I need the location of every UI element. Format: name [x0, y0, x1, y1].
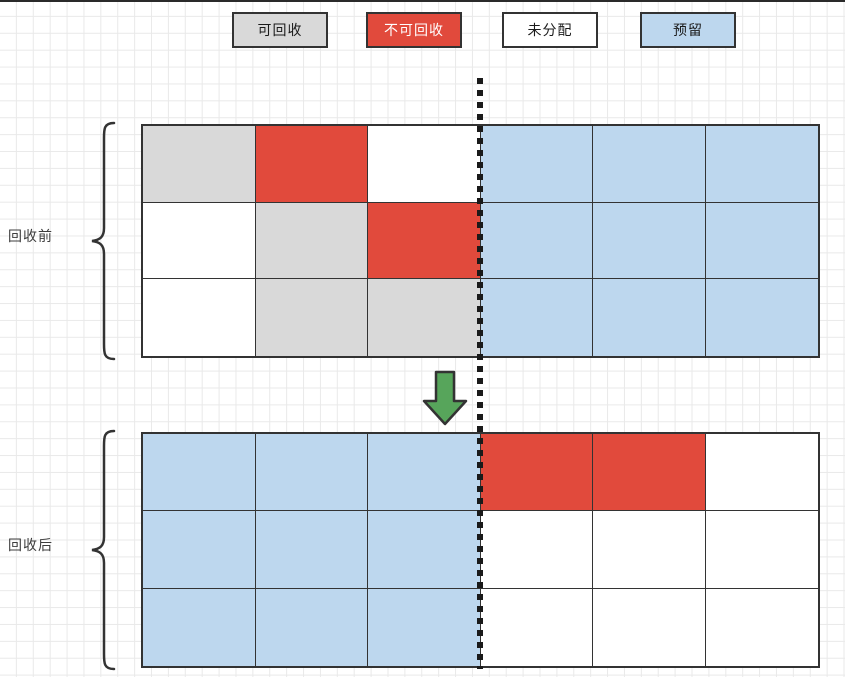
boundary-divider [477, 78, 483, 669]
memory-cell[interactable] [593, 279, 706, 356]
memory-cell[interactable] [593, 434, 706, 512]
memory-cell[interactable] [705, 279, 818, 356]
memory-cell[interactable] [593, 588, 706, 666]
memory-cell[interactable] [368, 511, 481, 589]
memory-cell[interactable] [368, 202, 481, 280]
memory-cell[interactable] [255, 202, 368, 280]
memory-cell[interactable] [480, 202, 593, 280]
memory-cell[interactable] [368, 279, 481, 356]
memory-cell[interactable] [705, 511, 818, 589]
memory-cell[interactable] [480, 279, 593, 356]
brace-after [91, 429, 116, 671]
legend-item-non-recyclable[interactable]: 不可回收 [366, 12, 462, 48]
legend-item-label: 预留 [673, 22, 703, 38]
legend-item-label: 未分配 [527, 22, 573, 38]
memory-cell[interactable] [255, 588, 368, 666]
memory-cell[interactable] [143, 588, 256, 666]
memory-cell[interactable] [255, 279, 368, 356]
memory-cell[interactable] [593, 126, 706, 203]
legend-item-unallocated[interactable]: 未分配 [502, 12, 598, 48]
memory-cell[interactable] [480, 126, 593, 203]
memory-cell[interactable] [480, 511, 593, 589]
memory-cell[interactable] [705, 202, 818, 280]
memory-cell[interactable] [143, 279, 256, 356]
memory-cell[interactable] [143, 434, 256, 512]
memory-cell[interactable] [368, 126, 481, 203]
legend-item-label: 可回收 [257, 22, 303, 38]
memory-cell[interactable] [593, 202, 706, 280]
memory-cell[interactable] [255, 511, 368, 589]
memory-cell[interactable] [480, 434, 593, 512]
memory-cell[interactable] [255, 434, 368, 512]
memory-cell[interactable] [705, 126, 818, 203]
memory-cell[interactable] [705, 588, 818, 666]
legend-item-recyclable[interactable]: 可回收 [232, 12, 328, 48]
memory-cell[interactable] [480, 588, 593, 666]
memory-grid-before [141, 124, 820, 358]
legend-item-label: 不可回收 [384, 22, 444, 38]
memory-cell[interactable] [368, 588, 481, 666]
brace-before [91, 121, 116, 361]
memory-cell[interactable] [143, 202, 256, 280]
legend-item-reserved[interactable]: 预留 [640, 12, 736, 48]
transition-arrow-icon [422, 370, 468, 426]
section-label-after: 回收后 [8, 537, 53, 553]
memory-cell[interactable] [143, 126, 256, 203]
memory-grid-after [141, 432, 820, 668]
memory-cell[interactable] [705, 434, 818, 512]
memory-cell[interactable] [143, 511, 256, 589]
top-rule [0, 0, 845, 2]
section-label-before: 回收前 [8, 228, 53, 244]
memory-cell[interactable] [255, 126, 368, 203]
memory-cell[interactable] [368, 434, 481, 512]
memory-cell[interactable] [593, 511, 706, 589]
